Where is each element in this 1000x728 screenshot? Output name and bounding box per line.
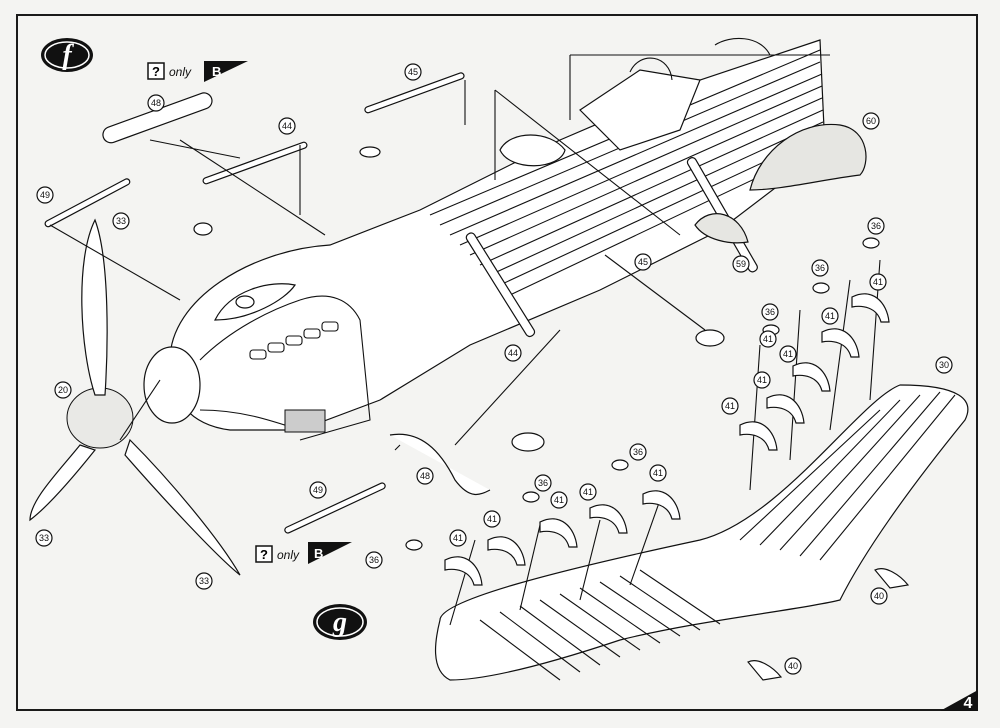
strut-parts xyxy=(44,72,867,534)
part-label: 41 xyxy=(753,371,771,389)
part-label: 41 xyxy=(779,345,797,363)
svg-text:44: 44 xyxy=(508,348,518,358)
part-label: 48 xyxy=(416,467,434,485)
svg-text:36: 36 xyxy=(633,447,643,457)
part-label: 49 xyxy=(36,186,54,204)
part-label: 49 xyxy=(309,481,327,499)
svg-text:36: 36 xyxy=(765,307,775,317)
part-label: 41 xyxy=(649,464,667,482)
svg-text:41: 41 xyxy=(873,277,883,287)
svg-text:48: 48 xyxy=(420,471,430,481)
question-icon: ? xyxy=(260,547,268,562)
svg-text:36: 36 xyxy=(369,555,379,565)
svg-text:41: 41 xyxy=(554,495,564,505)
variant-note-bottom: ? only B xyxy=(255,542,352,564)
leader-lines xyxy=(49,54,881,626)
svg-text:41: 41 xyxy=(783,349,793,359)
part-label: 33 xyxy=(195,572,213,590)
step-g-label: g xyxy=(332,607,347,638)
svg-text:60: 60 xyxy=(866,116,876,126)
part-labels: 48 44 45 49 33 20 33 33 60 59 45 44 48 4… xyxy=(35,63,953,675)
part-label: 33 xyxy=(35,529,53,547)
svg-text:36: 36 xyxy=(815,263,825,273)
part-label: 36 xyxy=(811,259,829,277)
page-border xyxy=(16,14,978,711)
part-label: 44 xyxy=(504,344,522,362)
part-label: 41 xyxy=(579,483,597,501)
part-label: 33 xyxy=(112,212,130,230)
note-top-variant: B xyxy=(212,64,221,79)
svg-text:45: 45 xyxy=(638,257,648,267)
lower-wing-drawing xyxy=(434,384,969,681)
svg-text:30: 30 xyxy=(939,360,949,370)
question-icon: ? xyxy=(152,64,160,79)
svg-text:45: 45 xyxy=(408,67,418,77)
part-label: 41 xyxy=(483,510,501,528)
note-bottom-variant: B xyxy=(314,546,323,561)
part-label: 45 xyxy=(634,253,652,271)
svg-text:41: 41 xyxy=(487,514,497,524)
step-f-label: f xyxy=(62,40,74,71)
svg-text:41: 41 xyxy=(725,401,735,411)
part-label: 41 xyxy=(869,273,887,291)
step-f-badge: f xyxy=(41,38,93,72)
svg-text:49: 49 xyxy=(40,190,50,200)
svg-text:36: 36 xyxy=(538,478,548,488)
svg-text:41: 41 xyxy=(757,375,767,385)
part-label: 36 xyxy=(867,217,885,235)
note-bottom-text: only xyxy=(277,548,300,562)
part-label: 20 xyxy=(54,381,72,399)
part-label: 60 xyxy=(862,112,880,130)
svg-text:36: 36 xyxy=(871,221,881,231)
svg-text:41: 41 xyxy=(453,533,463,543)
part-label: 36 xyxy=(534,474,552,492)
wing-fittings xyxy=(405,237,910,681)
svg-text:33: 33 xyxy=(116,216,126,226)
svg-text:41: 41 xyxy=(763,334,773,344)
part-label: 30 xyxy=(935,356,953,374)
propeller-drawing xyxy=(29,218,241,576)
svg-text:59: 59 xyxy=(736,259,746,269)
svg-text:41: 41 xyxy=(653,468,663,478)
part-label: 45 xyxy=(404,63,422,81)
fuselage-drawing xyxy=(143,37,826,441)
svg-text:20: 20 xyxy=(58,385,68,395)
variant-flag-icon xyxy=(308,542,352,564)
part-label: 40 xyxy=(784,657,802,675)
svg-text:33: 33 xyxy=(39,533,49,543)
part-label: 41 xyxy=(721,397,739,415)
page-number-badge: 4 xyxy=(940,690,978,712)
note-top-text: only xyxy=(169,65,192,79)
svg-text:33: 33 xyxy=(199,576,209,586)
svg-text:40: 40 xyxy=(788,661,798,671)
variant-note-top: ? only B xyxy=(147,61,248,82)
part-label: 36 xyxy=(629,443,647,461)
svg-text:40: 40 xyxy=(874,591,884,601)
svg-text:48: 48 xyxy=(151,98,161,108)
svg-text:49: 49 xyxy=(313,485,323,495)
svg-text:41: 41 xyxy=(583,487,593,497)
part-label: 41 xyxy=(449,529,467,547)
part-label: 41 xyxy=(759,330,777,348)
part-label: 44 xyxy=(278,117,296,135)
part-label: 40 xyxy=(870,587,888,605)
svg-text:44: 44 xyxy=(282,121,292,131)
page-number: 4 xyxy=(964,695,973,712)
svg-text:41: 41 xyxy=(825,311,835,321)
part-label: 41 xyxy=(821,307,839,325)
part-label: 36 xyxy=(365,551,383,569)
part-label: 41 xyxy=(550,491,568,509)
variant-flag-icon xyxy=(204,61,248,82)
part-label: 48 xyxy=(147,94,165,112)
part-label: 36 xyxy=(761,303,779,321)
step-g-badge: g xyxy=(313,604,367,640)
part-label: 59 xyxy=(732,255,750,273)
